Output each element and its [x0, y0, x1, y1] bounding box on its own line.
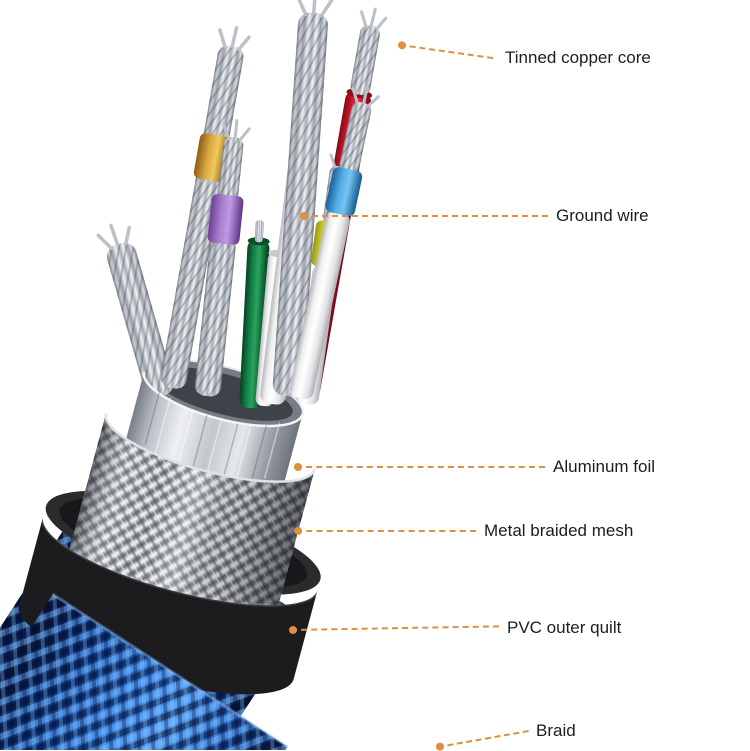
leader-line-ground-wire [300, 212, 548, 220]
callout-tinned-copper-core: Tinned copper core [505, 48, 651, 67]
wire-stranded-left [96, 223, 174, 398]
callout-aluminum-foil: Aluminum foil [553, 457, 656, 476]
leader-line-metal-braided-mesh [294, 527, 476, 535]
callout-ground-wire: Ground wire [556, 206, 649, 225]
wire-stranded-tall [272, 0, 334, 397]
wire-bundle [96, 0, 388, 409]
callout-braid: Braid [536, 721, 576, 740]
leader-line-aluminum-foil [294, 463, 545, 471]
wire-gold-band [160, 25, 251, 389]
wire-blue-band [289, 85, 380, 400]
callout-metal-braided-mesh: Metal braided mesh [484, 521, 634, 540]
wire-purple-band [195, 119, 251, 397]
outer-braid-front [0, 593, 289, 750]
callout-pvc-outer-quilt: PVC outer quilt [507, 618, 622, 637]
